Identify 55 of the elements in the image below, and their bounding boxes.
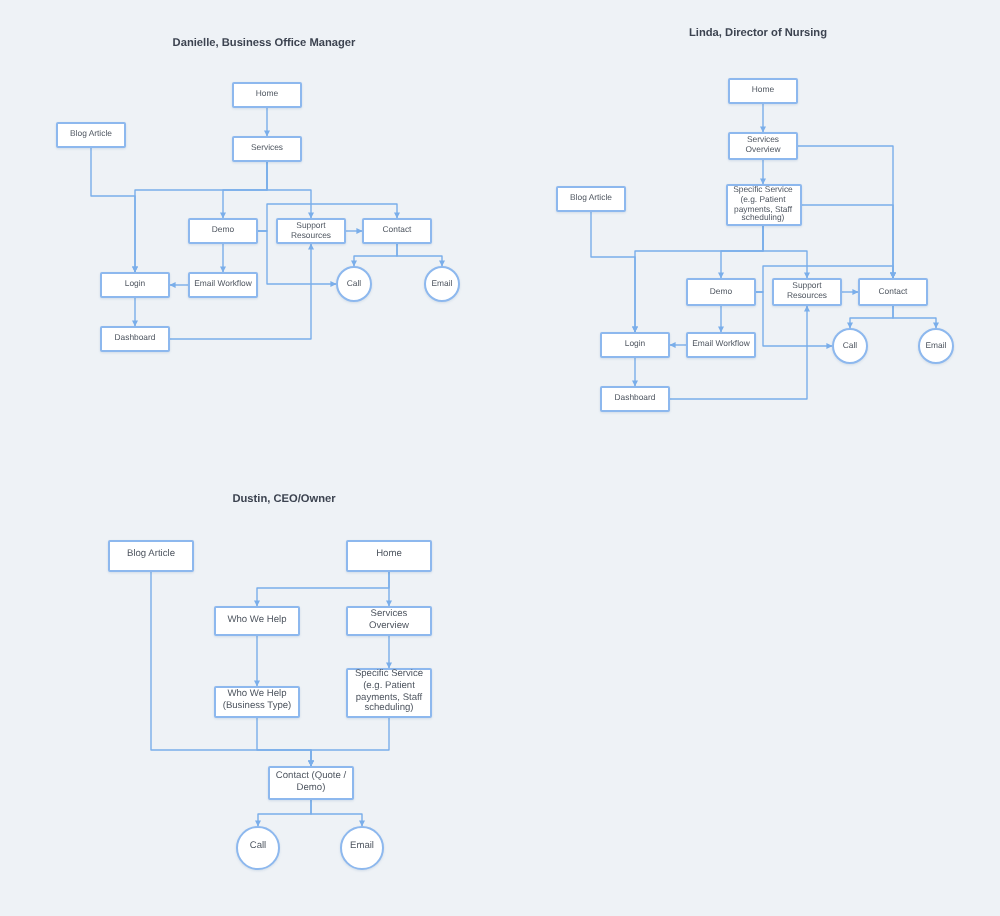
connector-arrow (669, 305, 810, 400)
page-box (232, 82, 302, 108)
page-box (346, 540, 432, 572)
connector-arrow (254, 635, 260, 687)
connector-arrow (760, 103, 766, 133)
connector-arrow (760, 159, 766, 185)
circle-node (832, 328, 868, 364)
page-box (728, 132, 798, 160)
page-box (600, 386, 670, 412)
connector-arrow (266, 161, 314, 219)
page-box (188, 218, 258, 244)
page-box (686, 278, 756, 306)
page-box (100, 326, 170, 352)
connector-arrow (90, 147, 138, 273)
circle-node (424, 266, 460, 302)
page-box (100, 272, 170, 298)
page-box (346, 606, 432, 636)
circle-node (340, 826, 384, 870)
page-box (556, 186, 626, 212)
connector-arrow (755, 291, 833, 349)
circle-node (336, 266, 372, 302)
page-box (858, 278, 928, 306)
page-box (600, 332, 670, 358)
connector-arrow (257, 230, 337, 287)
connector-arrow (132, 297, 138, 327)
connector-arrow (308, 717, 390, 767)
page-box (362, 218, 432, 244)
page-box (108, 540, 194, 572)
connector-arrow (310, 799, 365, 827)
connector-arrow (220, 243, 226, 273)
circle-node (236, 826, 280, 870)
page-box (232, 136, 302, 162)
circle-node (918, 328, 954, 364)
connector-arrow (632, 357, 638, 387)
connector-arrow (590, 211, 638, 333)
connector-arrow (386, 635, 392, 669)
connector-arrow (718, 305, 724, 333)
page-box (214, 606, 300, 636)
page-box (214, 686, 300, 718)
page-box (772, 278, 842, 306)
connector-arrow (892, 305, 939, 329)
connector-arrow (169, 282, 189, 288)
connector-arrow (396, 243, 445, 267)
connector-arrow (669, 342, 687, 348)
connector-arrow (169, 243, 314, 340)
page-box (276, 218, 346, 244)
connector-arrow (386, 571, 392, 607)
connector-arrow (762, 225, 810, 279)
page-box (188, 272, 258, 298)
page-box (686, 332, 756, 358)
page-box (728, 78, 798, 104)
connector-arrow (841, 289, 859, 295)
connector-arrow (345, 228, 363, 234)
connector-arrow (264, 107, 270, 137)
page-box (56, 122, 126, 148)
